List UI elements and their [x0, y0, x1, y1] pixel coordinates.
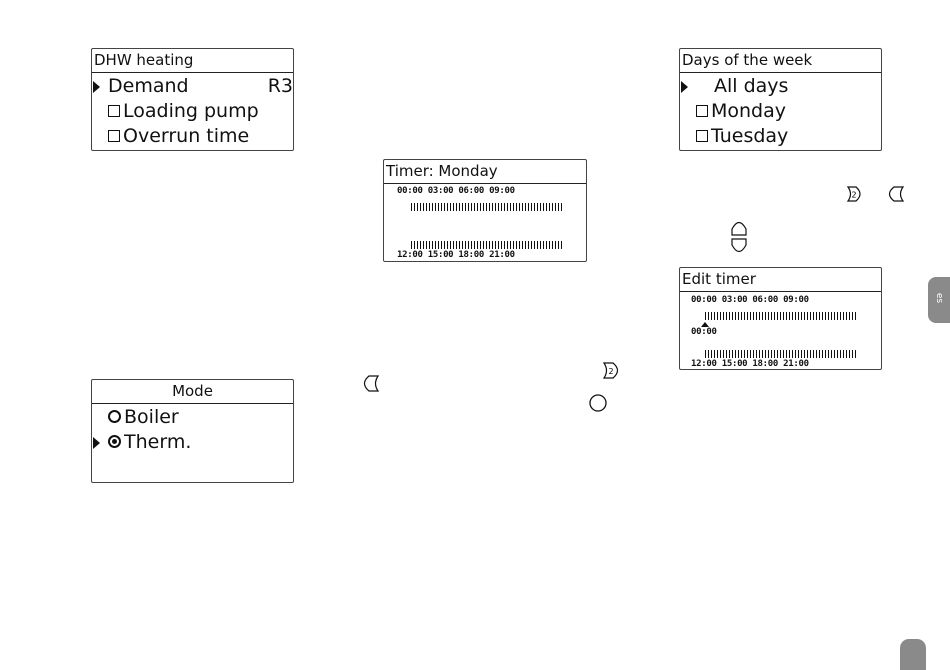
menu-item-overrun-time[interactable]: Overrun time [92, 124, 293, 149]
timeline-bottom-labels: 12:00 15:00 18:00 21:00 [397, 250, 515, 260]
edit-timer-display: Edit timer 00:00 03:00 06:00 09:00 00:00… [679, 267, 882, 370]
up-down-button-icon[interactable] [731, 218, 747, 256]
timeline-bottom-bars [411, 241, 563, 249]
timeline-top-bars [411, 203, 563, 211]
timeline-top-labels: 00:00 03:00 06:00 09:00 [397, 186, 515, 196]
timeline-top-labels: 00:00 03:00 06:00 09:00 [691, 295, 809, 305]
days-of-week-display: Days of the week All days Monday Tuesday [679, 48, 882, 151]
display-title: DHW heating [92, 49, 293, 73]
menu-item-label: Therm. [124, 431, 191, 453]
selection-arrow-icon [93, 81, 100, 93]
button-2-icon[interactable]: 2 [846, 186, 866, 202]
mode-display: Mode Boiler Therm. [91, 379, 294, 483]
radio-off-icon [108, 410, 121, 423]
selection-arrow-icon [681, 81, 688, 93]
display-title: Mode [92, 380, 293, 404]
timeline-top-bars [705, 312, 857, 320]
menu-item-demand[interactable]: Demand R3 [92, 74, 293, 99]
svg-text:2: 2 [608, 367, 613, 376]
language-tab[interactable]: es [928, 277, 950, 323]
svg-text:2: 2 [851, 191, 856, 200]
menu-item-label: Demand [108, 74, 189, 99]
menu-item-loading-pump[interactable]: Loading pump [92, 99, 293, 124]
back-button-icon[interactable] [883, 186, 905, 202]
menu-item-label: Tuesday [711, 125, 788, 147]
menu-item-boiler[interactable]: Boiler [92, 405, 293, 430]
dhw-heating-display: DHW heating Demand R3 Loading pump Overr… [91, 48, 294, 151]
page-corner-tab [900, 639, 926, 670]
menu-item-therm[interactable]: Therm. [92, 430, 293, 455]
language-tab-label: es [934, 293, 944, 303]
menu-item-all-days[interactable]: All days [680, 74, 881, 99]
checkbox-icon [696, 105, 708, 117]
menu-item-label: Monday [711, 100, 786, 122]
timeline-bottom-labels: 12:00 15:00 18:00 21:00 [691, 359, 809, 369]
display-title: Edit timer [680, 268, 881, 292]
checkbox-icon [108, 105, 120, 117]
menu-item-label: Boiler [124, 406, 179, 428]
menu-item-value: R3 [268, 74, 293, 99]
timer-monday-display: Timer: Monday 00:00 03:00 06:00 09:00 12… [383, 159, 587, 262]
selection-arrow-icon [93, 437, 100, 449]
cursor-time: 00:00 [691, 327, 717, 337]
back-button-icon[interactable] [358, 375, 380, 392]
checkbox-icon [108, 130, 120, 142]
menu-item-label: All days [714, 74, 788, 99]
menu-item-label: Loading pump [123, 100, 259, 122]
menu-item-tuesday[interactable]: Tuesday [680, 124, 881, 149]
ok-button-icon[interactable] [588, 393, 608, 413]
button-2-icon[interactable]: 2 [602, 362, 624, 379]
timeline-bottom-bars [705, 350, 857, 358]
menu-item-label: Overrun time [123, 125, 249, 147]
display-title: Days of the week [680, 49, 881, 73]
checkbox-icon [696, 130, 708, 142]
menu-item-monday[interactable]: Monday [680, 99, 881, 124]
display-title: Timer: Monday [384, 160, 586, 184]
radio-on-icon [108, 435, 121, 448]
